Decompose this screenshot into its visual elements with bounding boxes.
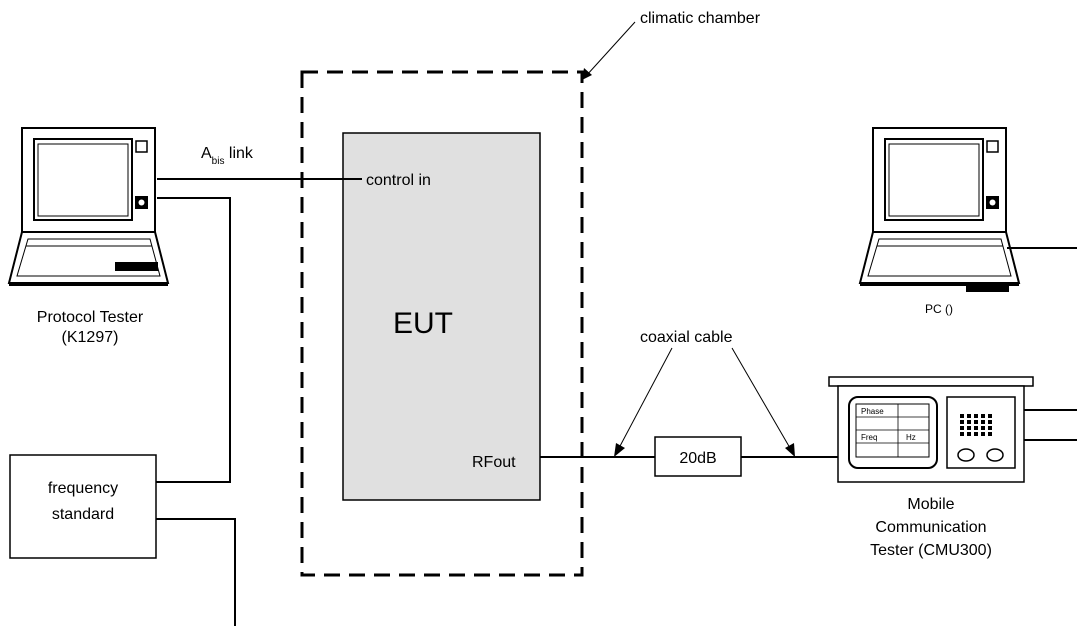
frequency-standard-out-cable (156, 518, 236, 626)
eut-box (342, 132, 541, 501)
frequency-standard-box (9, 454, 157, 559)
coax-pointer-left (618, 347, 673, 449)
coax-arrowhead-left (614, 443, 625, 457)
control-in-label: control in (366, 172, 431, 189)
coax-pointer-right (731, 347, 791, 449)
coaxial-cable-label: coaxial cable (640, 329, 733, 346)
attenuator-box (654, 436, 742, 477)
laptop-icon (7, 127, 170, 286)
pc-label: PC () (925, 302, 953, 316)
chamber-arrowhead (582, 68, 592, 80)
protocol-tester-label-line2: (K1297) (62, 329, 119, 346)
protocol-tester-clock-cable (156, 197, 231, 483)
cmu-label-line1: Mobile (907, 496, 954, 513)
chamber-label: climatic chamber (640, 10, 761, 27)
rfout-label: RFout (472, 454, 516, 471)
attenuator-label: 20dB (679, 450, 716, 467)
climatic-chamber-box (300, 70, 584, 577)
frequency-standard-label-line1: frequency (48, 480, 118, 497)
protocol-tester-label-line1: Protocol Tester (37, 309, 144, 326)
chamber-pointer-line (585, 21, 636, 77)
laptop-icon (858, 127, 1021, 292)
cmu-display-freq: Freq (861, 433, 877, 442)
frequency-standard-label-line2: standard (52, 506, 114, 523)
instrument-icon: Phase Freq Hz (828, 376, 1034, 483)
cmu-display-hz: Hz (906, 433, 916, 442)
cmu-label-line2: Communication (875, 519, 986, 536)
eut-title: EUT (393, 307, 453, 340)
cmu-label-line3: Tester (CMU300) (870, 542, 992, 559)
coax-arrowhead-right (785, 443, 795, 457)
cmu-display-phase: Phase (861, 407, 884, 416)
abis-link-label: Abis link (201, 145, 254, 167)
